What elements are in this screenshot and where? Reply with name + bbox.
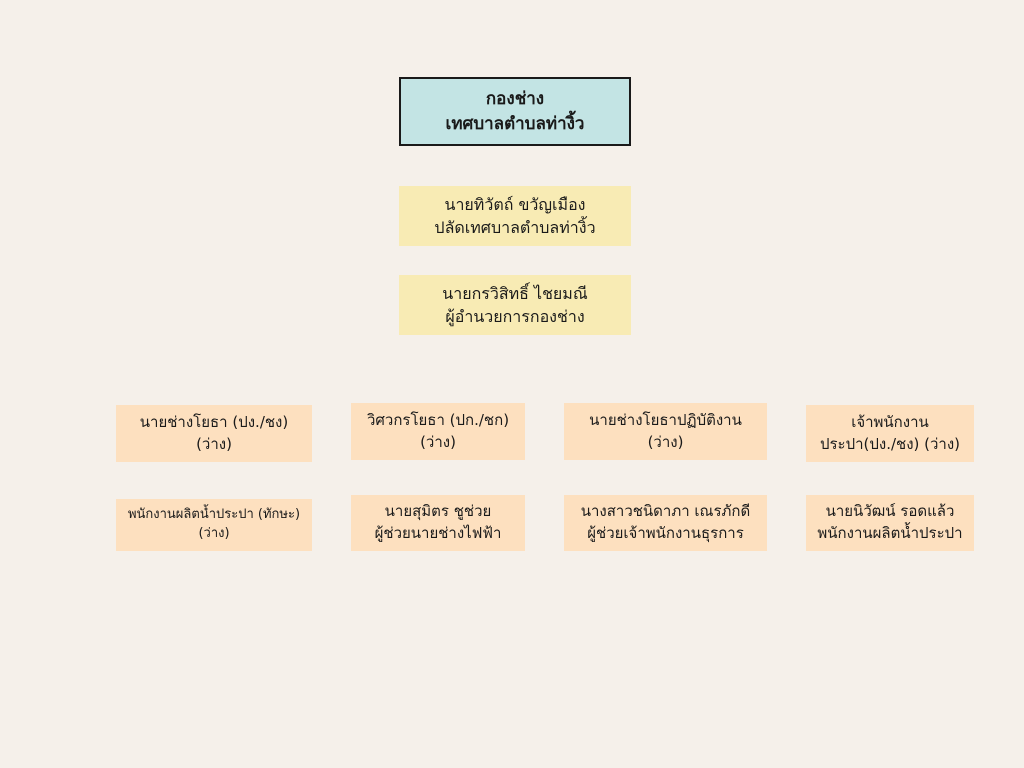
staff-name: นายนิวัฒน์ รอดแล้ว xyxy=(825,502,955,521)
staff-box-water-production-worker: นายนิวัฒน์ รอดแล้ว พนักงานผลิตน้ำประปา xyxy=(806,495,974,551)
staff-name: นายสุมิตร ชูช่วย xyxy=(384,502,492,521)
staff-position: ผู้ช่วยนายช่างไฟฟ้า xyxy=(374,524,502,542)
municipality-name: เทศบาลตำบลท่างิ้ว xyxy=(445,113,585,134)
department-name: กองช่าง xyxy=(485,88,545,109)
staff-box-admin-assistant: นางสาวชนิดาภา เณรภักดี ผู้ช่วยเจ้าพนักงา… xyxy=(564,495,767,551)
staff-position: พนักงานผลิตน้ำประปา xyxy=(817,524,963,542)
staff-position: พนักงานผลิตน้ำประปา (ทักษะ) xyxy=(127,507,301,523)
staff-status: (ว่าง) xyxy=(420,432,456,451)
staff-position: นายช่างโยธาปฏิบัติงาน xyxy=(589,410,742,429)
staff-status: (ว่าง) xyxy=(196,434,232,453)
staff-box-waterworks-officer: เจ้าพนักงาน ประปา(ปง./ชง) (ว่าง) xyxy=(806,405,974,462)
staff-box-electrician-assistant: นายสุมิตร ชูช่วย ผู้ช่วยนายช่างไฟฟ้า xyxy=(351,495,525,551)
staff-box-civil-technician-operational: นายช่างโยธาปฏิบัติงาน (ว่าง) xyxy=(564,403,767,460)
division-director-position: ผู้อำนวยการกองช่าง xyxy=(445,307,585,326)
division-director-name: นายกรวิสิทธิ์ ไชยมณี xyxy=(442,283,588,303)
staff-position: วิศวกรโยธา (ปก./ชก) xyxy=(366,410,510,429)
staff-box-water-production-skilled: พนักงานผลิตน้ำประปา (ทักษะ) (ว่าง) xyxy=(116,499,312,551)
municipal-clerk-box: นายทิวัตถ์ ขวัญเมือง ปลัดเทศบาลตำบลท่างิ… xyxy=(399,186,631,246)
staff-position: นายช่างโยธา (ปง./ชง) xyxy=(139,412,289,431)
staff-position: เจ้าพนักงาน xyxy=(851,412,929,431)
staff-status: (ว่าง) xyxy=(647,432,684,451)
staff-status: ประปา(ปง./ชง) (ว่าง) xyxy=(819,434,961,453)
staff-box-civil-engineer: วิศวกรโยธา (ปก./ชก) (ว่าง) xyxy=(351,403,525,460)
staff-position: ผู้ช่วยเจ้าพนักงานธุรการ xyxy=(587,524,744,542)
staff-status: (ว่าง) xyxy=(198,526,230,541)
municipal-clerk-position: ปลัดเทศบาลตำบลท่างิ้ว xyxy=(434,218,596,237)
division-director-box: นายกรวิสิทธิ์ ไชยมณี ผู้อำนวยการกองช่าง xyxy=(399,275,631,335)
department-title-box: กองช่าง เทศบาลตำบลท่างิ้ว xyxy=(399,77,631,146)
municipal-clerk-name: นายทิวัตถ์ ขวัญเมือง xyxy=(444,194,586,214)
staff-box-civil-technician: นายช่างโยธา (ปง./ชง) (ว่าง) xyxy=(116,405,312,462)
staff-name: นางสาวชนิดาภา เณรภักดี xyxy=(580,502,751,521)
